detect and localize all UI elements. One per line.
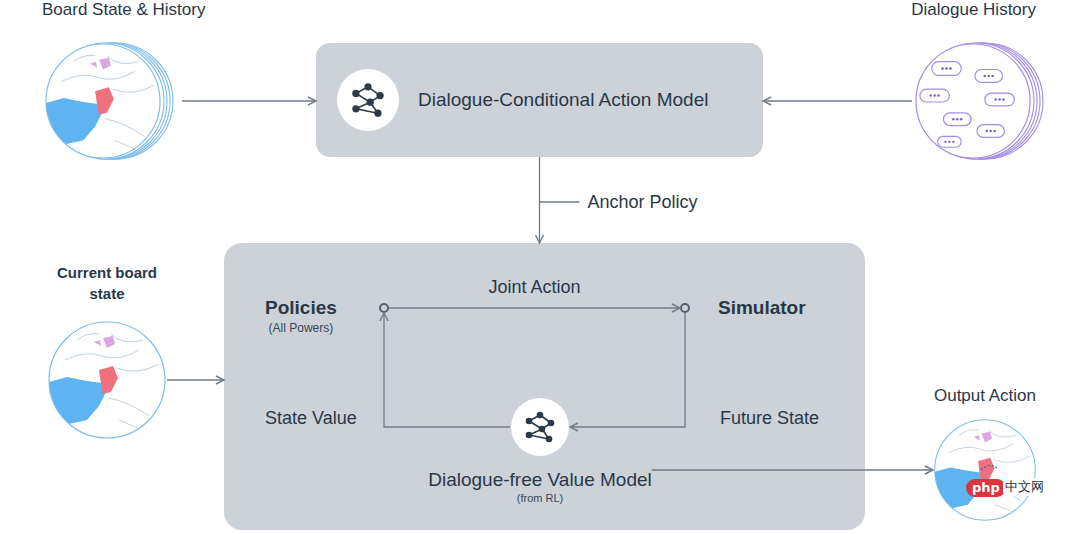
connector	[182, 100, 316, 101]
edge-label: Future State	[720, 407, 819, 429]
map-illustration	[42, 40, 182, 162]
port-dot	[680, 303, 690, 313]
connector	[539, 157, 540, 243]
node-heading: Dialogue History	[911, 0, 1036, 20]
map-illustration	[47, 320, 167, 440]
icon-node	[367, 99, 374, 106]
icon-node	[526, 418, 533, 425]
text-column: Policies(All Powers)	[265, 296, 337, 336]
map-node: Current board state	[47, 262, 167, 440]
text-column: Simulator	[680, 296, 806, 320]
map-image	[935, 420, 1036, 521]
map-image	[46, 44, 160, 158]
simulator-node: Simulator	[680, 296, 806, 320]
model-note: (from RL)	[517, 491, 563, 505]
watermark: 中文网	[1003, 478, 1046, 496]
map-illustration	[912, 40, 1052, 162]
icon-node	[364, 83, 371, 90]
model-title: Dialogue-Conditional Action Model	[418, 88, 708, 112]
node-heading: Current board state	[57, 262, 157, 304]
map-illustration	[933, 418, 1037, 522]
icon-node	[539, 426, 546, 433]
node-subtitle: (All Powers)	[265, 320, 337, 336]
edge-label: State Value	[265, 407, 357, 429]
map-image	[916, 44, 1030, 158]
model-title: Dialogue-free Value Model	[428, 469, 652, 491]
edge-label: Anchor Policy	[588, 191, 698, 213]
map-image	[49, 322, 165, 438]
node-title: Simulator	[718, 296, 806, 320]
connector	[763, 100, 912, 101]
edge-label: Joint Action	[488, 276, 580, 298]
icon-node	[376, 92, 383, 99]
move-arrow	[981, 465, 997, 470]
policy-node: Policies(All Powers)	[265, 296, 389, 336]
connector	[167, 379, 224, 380]
icon-node	[546, 436, 553, 443]
node-heading: Board State & History	[42, 0, 205, 20]
icon-node	[352, 90, 359, 97]
label-leader	[540, 201, 580, 202]
icon-node	[526, 432, 533, 439]
node-title: Policies	[265, 296, 337, 320]
icon-node	[352, 105, 359, 112]
map-node: Output Action	[933, 386, 1037, 522]
model-box: Dialogue-Conditional Action Model	[316, 43, 763, 157]
icon-node	[537, 412, 544, 419]
network-icon	[510, 397, 570, 457]
network-icon	[336, 68, 400, 132]
connector	[570, 313, 685, 427]
icon-node	[548, 420, 555, 427]
icon-disc	[337, 69, 399, 131]
port-dot	[379, 303, 389, 313]
connector	[384, 313, 510, 427]
value-model-node: Dialogue-free Value Model(from RL)	[428, 397, 652, 505]
connector	[389, 307, 680, 308]
node-heading: Output Action	[934, 386, 1036, 406]
watermark: php	[966, 479, 1006, 497]
map-node: Board State & History	[42, 0, 205, 162]
connector	[652, 469, 933, 470]
map-node: Dialogue History	[911, 0, 1052, 162]
icon-disc	[511, 398, 569, 456]
icon-node	[374, 110, 381, 117]
